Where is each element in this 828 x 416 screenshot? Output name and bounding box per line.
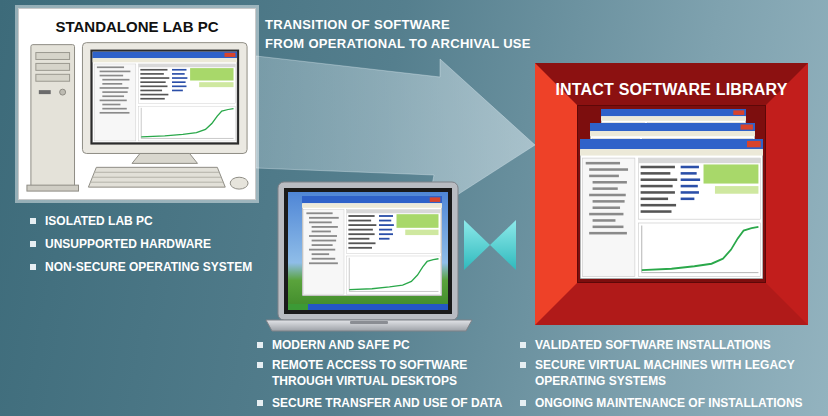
laptop-part: [288, 304, 448, 310]
tower-case-part: [36, 53, 70, 60]
bullet-item: ISOLATED LAB PC: [28, 213, 268, 229]
laptop-part: [278, 182, 458, 320]
laptop: [266, 182, 472, 331]
tower-case-part: [27, 185, 79, 191]
crt-monitor-part: [82, 43, 247, 154]
tower-case-part: [39, 90, 51, 94]
laptop-part: [284, 188, 452, 314]
tower-case: [27, 45, 79, 191]
keyboard-mouse: [88, 167, 248, 189]
keyboard-mouse-part: [90, 182, 223, 183]
screenshot-stack: [577, 105, 766, 283]
lab-pc-panel: STANDALONE LAB PC: [18, 8, 256, 200]
crt-monitor-part: [92, 52, 237, 143]
laptop-illustration: [262, 180, 477, 335]
link-symbol: [464, 220, 516, 270]
arrow-label: TRANSITION OF SOFTWARE FROM OPERATIONAL …: [265, 15, 555, 53]
keyboard-mouse-part: [88, 167, 225, 187]
link-symbol-part: [490, 220, 516, 270]
computer-illustration: [19, 9, 255, 199]
archived-windows: [580, 109, 763, 279]
tower-case-part: [36, 74, 70, 81]
link-symbol-part: [464, 220, 490, 270]
laptop-part: [350, 321, 388, 324]
laptop-part: [288, 304, 308, 310]
tower-case-part: [36, 63, 70, 70]
bullet-item: UNSUPPORTED HARDWARE: [28, 236, 268, 252]
keyboard-mouse-part: [92, 177, 221, 178]
keyboard-mouse-part: [94, 172, 219, 173]
bowtie-symbol: [460, 216, 520, 274]
bullet-item: VALIDATED SOFTWARE INSTALLATIONS: [518, 337, 818, 353]
bullet-item: SECURE TRANSFER AND USE OF DATA: [255, 395, 515, 411]
bullet-item: REMOTE ACCESS TO SOFTWARE THROUGH VIRTUA…: [255, 357, 505, 389]
crt-monitor-part: [132, 153, 197, 163]
laptop-part: [288, 192, 448, 310]
keyboard-mouse-part: [230, 177, 248, 189]
tower-case-part: [60, 89, 66, 95]
laptop-part: [302, 196, 442, 296]
bullet-item: SECURE VIRTUAL MACHINES WITH LEGACY OPER…: [518, 357, 810, 389]
crt-monitor: [82, 43, 247, 164]
tower-case-part: [31, 45, 75, 188]
crt-monitor-part: [90, 50, 239, 145]
panel-title: STANDALONE LAB PC: [55, 18, 218, 36]
bullet-item: NON-SECURE OPERATING SYSTEM: [28, 259, 278, 275]
archived-windows-part: [580, 139, 763, 279]
bullet-item: MODERN AND SAFE PC: [255, 337, 505, 353]
bullet-item: ONGOING MAINTENANCE OF INSTALLATIONS: [518, 395, 818, 411]
library-title: INTACT SOFTWARE LIBRARY: [555, 80, 787, 99]
library-frame: INTACT SOFTWARE LIBRARY: [535, 63, 808, 325]
laptop-part: [266, 320, 472, 331]
